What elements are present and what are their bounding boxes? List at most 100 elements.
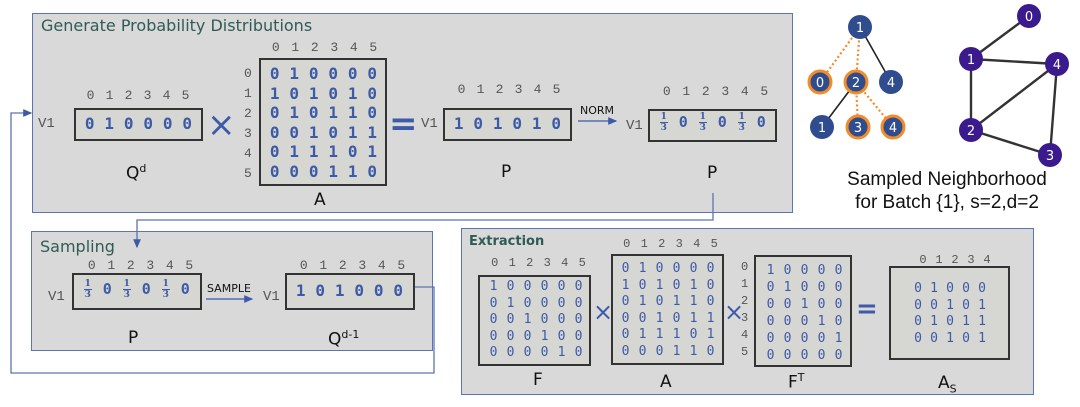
matrix-cell: 0: [766, 314, 775, 329]
vector-cell: 0: [141, 280, 151, 298]
matrix-cell: 1: [328, 161, 339, 181]
matrix-cell: 0: [269, 64, 280, 83]
matrix-cell: 0: [506, 328, 515, 344]
col-index: 0: [87, 258, 96, 273]
node-label: 4: [889, 121, 897, 136]
equals-symbol: =: [389, 104, 418, 144]
tree-node: 0: [807, 69, 833, 95]
matrix-cell: 0: [783, 263, 792, 278]
matrix-cell: 0: [672, 310, 681, 326]
col-index: 3: [146, 258, 155, 273]
matrix-cell: 0: [800, 331, 809, 346]
col-index: 4: [533, 82, 542, 97]
matrix-cell: 0: [289, 122, 300, 142]
graph-node-circle: [959, 118, 983, 142]
graph-node: 4: [1045, 52, 1069, 76]
col-index: 0: [299, 258, 308, 273]
matrix-cell: 0: [328, 83, 339, 103]
vector-cell: 1: [531, 114, 542, 133]
graph-node-label: 4: [1053, 58, 1061, 73]
graph-edge: [970, 128, 1051, 157]
matrix-cell: 0: [347, 64, 358, 83]
matrix-cell: 1: [689, 294, 698, 309]
matrix-cell: 0: [489, 328, 498, 344]
matrix-cell: 1: [638, 327, 647, 342]
matrix-cell: 0: [308, 103, 319, 122]
row-index: 2: [244, 106, 252, 121]
sampling-p-label: P: [128, 328, 139, 348]
matrix-cell: 1: [347, 161, 358, 181]
times-symbol: ×: [207, 105, 236, 145]
matrix-cell: 0: [621, 343, 630, 359]
col-index: 3: [967, 253, 975, 267]
col-index: 2: [338, 258, 347, 273]
vector-cell: 0: [162, 114, 173, 133]
col-index: 4: [165, 258, 174, 273]
matrix-cell: 1: [706, 310, 715, 326]
matrix-cell: 0: [506, 345, 515, 360]
matrix-cell: 0: [914, 314, 922, 329]
col-index: 3: [721, 84, 730, 99]
matrix-cell: 1: [672, 327, 681, 342]
vector-cell: 0: [180, 280, 190, 298]
ft-label-sup: T: [797, 371, 805, 384]
graph-node-label: 0: [1025, 10, 1033, 25]
graph-node-circle: [1038, 143, 1062, 167]
q-next-row-label: V1: [263, 289, 280, 305]
matrix-cell: 1: [783, 280, 792, 295]
matrix-cell: 0: [269, 103, 280, 122]
vector-cell: 0: [102, 280, 112, 298]
col-index: 0: [662, 84, 671, 99]
graph-node: 0: [1017, 4, 1041, 28]
p-norm-row-label: V1: [626, 118, 643, 134]
vector-cell: 1: [492, 114, 503, 133]
matrix-cell: 1: [557, 345, 566, 360]
matrix-cell: 0: [574, 295, 583, 311]
matrix-cell: 0: [621, 294, 630, 309]
matrix-cell: 1: [506, 295, 515, 311]
matrix-cell: 1: [655, 310, 664, 326]
col-index: 1: [291, 40, 300, 55]
col-index: 0: [271, 40, 280, 55]
ft-label: FT: [788, 371, 805, 393]
matrix-cell: 0: [914, 330, 922, 346]
col-index: 3: [143, 88, 152, 103]
col-index: 3: [543, 256, 551, 270]
matrix-cell: 0: [269, 161, 280, 181]
matrix-cell: 1: [978, 330, 986, 346]
matrix-cell: 1: [706, 327, 715, 342]
col-index: 4: [349, 40, 358, 55]
p-norm-label: P: [707, 163, 718, 183]
matrix-cell: 0: [962, 330, 970, 346]
q-next-label-sup: d-1: [341, 328, 360, 341]
matrix-cell: 1: [289, 103, 300, 122]
row-index: 5: [244, 166, 252, 181]
matrix-cell: 0: [489, 345, 498, 360]
matrix-cell: 0: [523, 295, 532, 311]
row-index: 1: [244, 86, 252, 101]
matrix-cell: 0: [621, 310, 630, 326]
matrix-cell: 0: [930, 330, 938, 346]
matrix-cell: 1: [689, 277, 698, 293]
sampling-p-row-label: V1: [48, 289, 65, 305]
tree-node: 3: [845, 114, 871, 140]
node-label: 4: [887, 76, 895, 91]
generate-panel-title: Generate Probability Distributions: [41, 16, 313, 35]
col-index: 0: [919, 253, 927, 267]
matrix-cell: 1: [978, 314, 986, 329]
matrix-cell: 0: [817, 280, 826, 295]
